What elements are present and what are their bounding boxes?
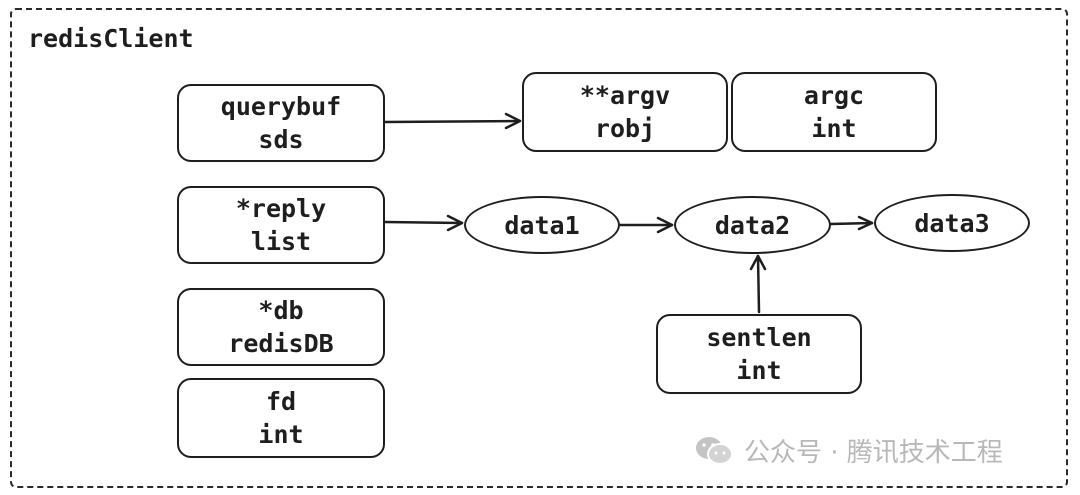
- edge-data2-data3: [829, 215, 874, 231]
- node-reply-type: list: [250, 227, 312, 256]
- node-querybuf-type: sds: [258, 125, 304, 154]
- node-data1-label: data1: [504, 210, 580, 240]
- wechat-icon: [696, 436, 733, 465]
- node-sentlen-type: int: [736, 356, 782, 385]
- container-title: redisClient: [28, 24, 194, 53]
- node-argc: argc int: [731, 72, 937, 152]
- node-argv: **argv robj: [522, 72, 728, 152]
- node-fd-name: fd: [265, 387, 297, 416]
- node-argv-type: robj: [594, 114, 656, 143]
- node-db-name: *db: [258, 296, 304, 325]
- node-querybuf-name: querybuf: [220, 92, 342, 121]
- node-reply-name: *reply: [235, 194, 327, 223]
- node-db: *db redisDB: [177, 288, 385, 366]
- node-reply: *reply list: [177, 186, 385, 264]
- node-fd: fd int: [177, 378, 385, 458]
- edge-querybuf-argv: [383, 112, 522, 130]
- node-data3: data3: [874, 194, 1030, 252]
- node-argc-type: int: [811, 114, 857, 143]
- node-data2-label: data2: [714, 210, 791, 240]
- edge-data1-data2: [618, 216, 674, 234]
- edge-reply-data1: [383, 214, 464, 232]
- redis-client-container: [10, 8, 1068, 488]
- node-data3-label: data3: [914, 208, 990, 238]
- node-db-type: redisDB: [228, 329, 334, 358]
- node-data2: data2: [674, 196, 831, 254]
- watermark-text: 公众号 · 腾讯技术工程: [744, 438, 1003, 468]
- node-argc-name: argc: [803, 81, 865, 110]
- node-sentlen: sentlen int: [656, 314, 862, 394]
- node-querybuf: querybuf sds: [177, 84, 385, 162]
- watermark: 公众号 · 腾讯技术工程: [694, 432, 1003, 469]
- edge-sentlen-data2: [749, 254, 767, 314]
- node-sentlen-name: sentlen: [706, 323, 812, 352]
- node-argv-name: **argv: [579, 81, 671, 110]
- node-data1: data1: [464, 196, 620, 254]
- node-fd-type: int: [258, 420, 304, 449]
